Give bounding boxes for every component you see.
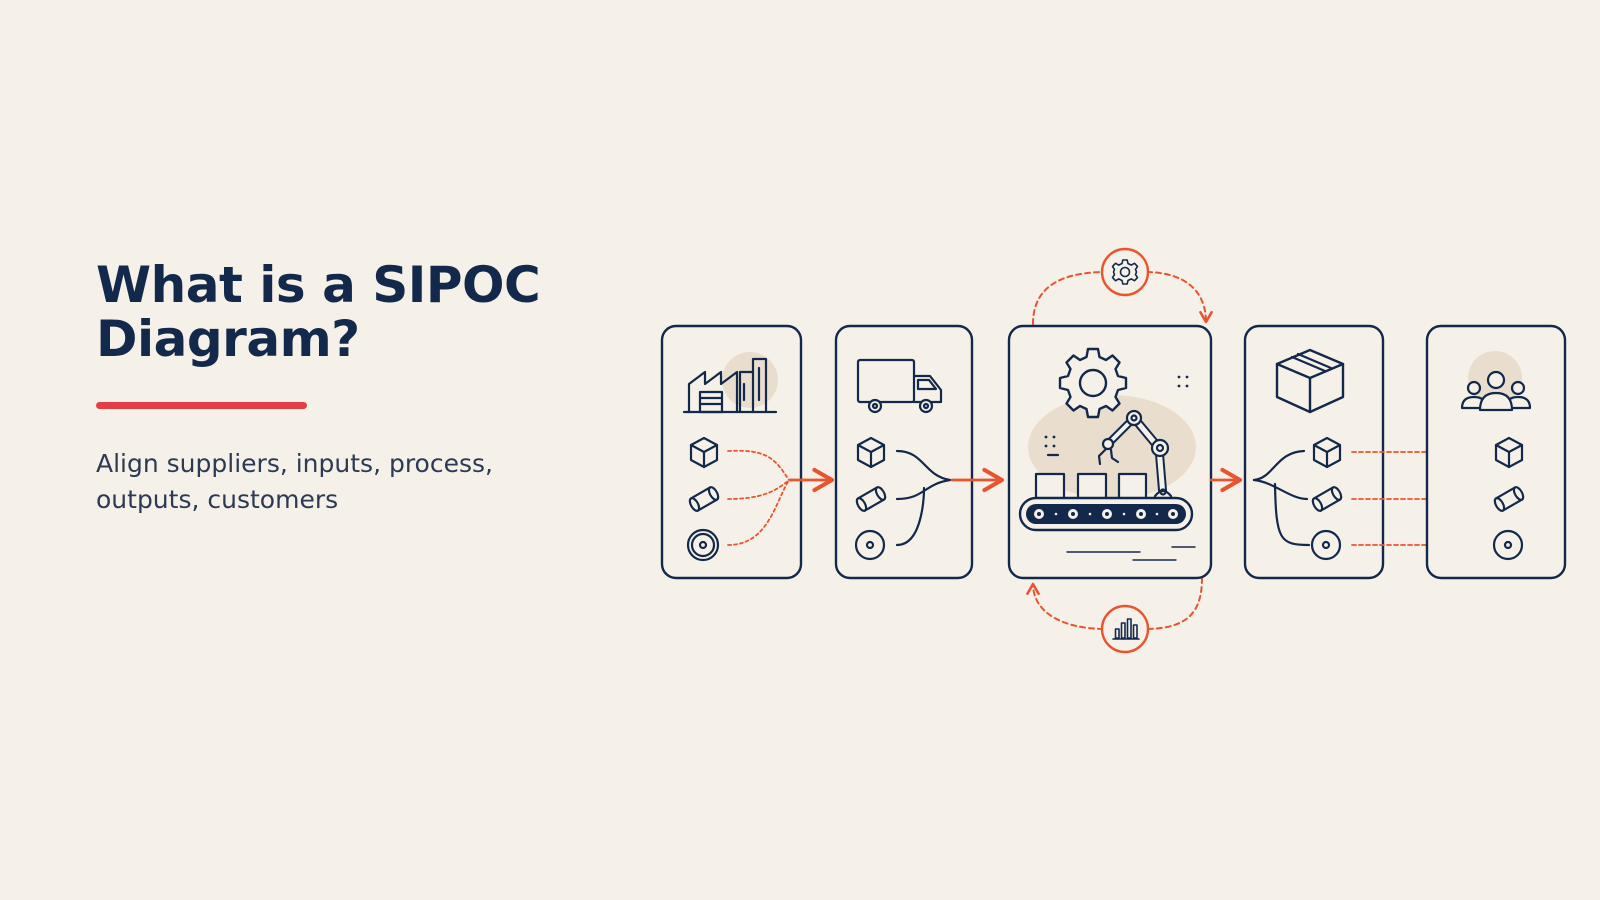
disc-icon: [854, 529, 886, 561]
control-loop: [1032, 247, 1213, 325]
cube-icon: [1494, 436, 1524, 469]
factory-icon: [682, 352, 778, 414]
subtitle-line-2: outputs, customers: [96, 485, 339, 514]
disc-icon: [1492, 529, 1524, 561]
split-connector: [1252, 449, 1311, 547]
sparkle-dots: [1044, 375, 1189, 448]
people-icon: [1460, 351, 1532, 412]
gear-icon: [1058, 347, 1128, 419]
title-underline: [96, 402, 307, 409]
disc-icon: [1310, 529, 1342, 561]
title-line-2: Diagram?: [96, 310, 360, 368]
suppliers-panel: [660, 324, 803, 580]
truck-icon: [856, 358, 943, 414]
cylinder-icon: [688, 486, 720, 512]
robot-arm-icon: [1097, 409, 1173, 502]
conveyor-products: [1034, 472, 1148, 501]
cylinder-icon: [1493, 486, 1525, 512]
measure-loop: [1026, 577, 1203, 654]
floor-lines: [1066, 546, 1196, 561]
cylinder-icon: [1311, 486, 1343, 512]
box-icon: [1275, 348, 1345, 414]
inputs-panel: [834, 324, 974, 580]
cube-icon: [1312, 436, 1342, 469]
conveyor-belt-icon: [1018, 496, 1194, 532]
roll-icon: [686, 528, 720, 562]
title-line-1: What is a SIPOC: [96, 256, 541, 314]
cube-icon: [689, 436, 719, 469]
bar-chart-icon: [1112, 618, 1140, 640]
customers-panel: [1425, 324, 1567, 580]
merge-connector: [895, 449, 952, 547]
cylinder-icon: [855, 486, 887, 512]
subtitle: Align suppliers, inputs, process, output…: [96, 446, 536, 518]
settings-icon: [1111, 259, 1139, 285]
process-panel: [1007, 324, 1213, 580]
page-title: What is a SIPOC Diagram?: [96, 258, 566, 366]
cube-icon: [856, 436, 886, 469]
subtitle-line-1: Align suppliers, inputs, process,: [96, 449, 493, 478]
